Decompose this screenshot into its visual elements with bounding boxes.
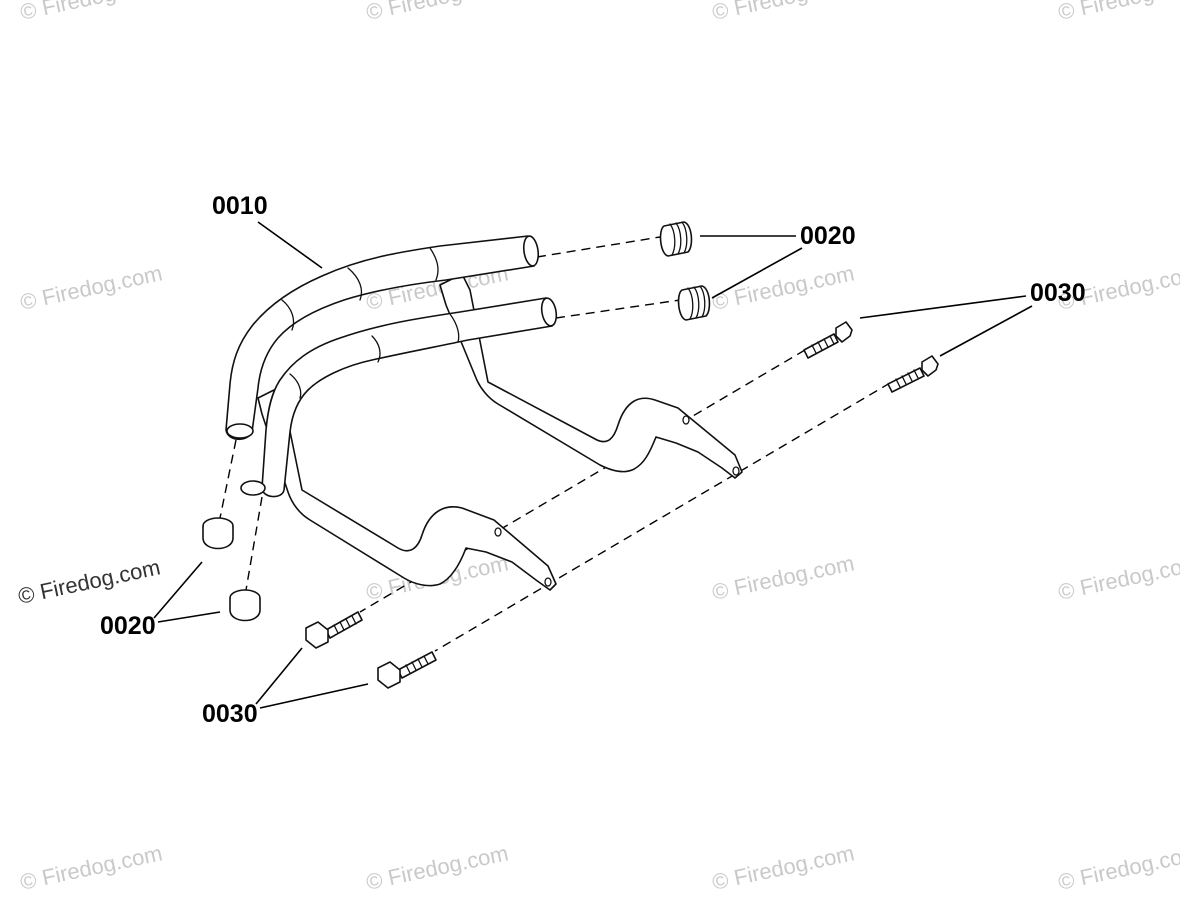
end-cap: [202, 517, 234, 550]
bracket-plate: [257, 389, 557, 591]
cap-body: [229, 598, 261, 622]
leader-line: [157, 611, 221, 623]
screw-shank: [887, 367, 925, 393]
tube-seam: [289, 373, 302, 399]
tube-body: [225, 235, 535, 441]
watermark: © Firedog.com: [1056, 550, 1180, 605]
assembly-line: [536, 236, 661, 258]
watermark: © Firedog.com: [364, 0, 511, 25]
tube-end: [240, 480, 266, 496]
screw-head: [305, 621, 329, 649]
assembly-line: [555, 299, 681, 319]
cap-body: [659, 221, 693, 257]
tube-front: [225, 235, 540, 441]
leader-line: [711, 247, 803, 299]
assembly-line: [434, 382, 891, 652]
screw: [887, 355, 939, 393]
tube-seam: [347, 267, 363, 301]
watermark: © Firedog.com: [710, 0, 857, 25]
watermark: © Firedog.com: [18, 260, 165, 315]
tube-end: [226, 423, 254, 439]
watermark: © Firedog.com: [1056, 0, 1180, 25]
watermark: © Firedog.com: [1056, 840, 1180, 895]
watermark: © Firedog.com: [18, 840, 165, 895]
bracket-hole: [682, 415, 690, 425]
bracket-plate: [439, 273, 743, 479]
tube-seam: [371, 335, 381, 363]
screw-thread: [811, 335, 835, 354]
cap-body: [677, 285, 711, 321]
screw: [377, 651, 437, 689]
screw-thread: [895, 369, 919, 388]
tube-rear: [240, 297, 558, 498]
callout-0010: 0010: [212, 192, 268, 220]
assembly-line: [219, 439, 237, 519]
watermark-dark: © Firedog.com: [16, 554, 163, 609]
cap-ribs: [687, 285, 706, 320]
screw-thread: [405, 655, 429, 674]
screw: [803, 321, 853, 359]
leader-line: [259, 683, 369, 709]
leader-line: [257, 221, 323, 269]
callout-0030-left: 0030: [202, 700, 258, 728]
assembly-line: [359, 349, 806, 613]
watermark: © Firedog.com: [710, 550, 857, 605]
screw-shank: [397, 651, 437, 679]
leader-lines: [153, 221, 1033, 709]
callout-labels: 0010 0020 0030 0020 0030: [100, 192, 1086, 728]
tube-end: [540, 297, 558, 327]
callout-0030-right: 0030: [1030, 279, 1086, 307]
bracket-hole: [544, 577, 552, 587]
mounting-bracket-upper: [439, 273, 743, 479]
watermark: © Firedog.com: [18, 0, 165, 25]
bracket-hole: [494, 527, 502, 537]
mounting-bracket-lower: [257, 389, 557, 591]
leader-line: [939, 305, 1033, 357]
assembly-line: [245, 496, 263, 591]
tube-end: [522, 235, 540, 267]
screw-head: [835, 321, 853, 343]
screw-head: [921, 355, 939, 377]
tube-seam: [429, 247, 439, 281]
end-cap: [229, 589, 261, 622]
screw-head: [377, 661, 401, 689]
watermark: © Firedog.com: [364, 840, 511, 895]
screw-thread: [333, 615, 357, 634]
assembly-lines: [219, 236, 891, 652]
tube-seam: [449, 313, 460, 343]
callout-0020-right: 0020: [800, 222, 856, 250]
bracket-hole: [732, 466, 740, 476]
tube-seam: [281, 299, 295, 331]
end-cap-ribbed: [677, 285, 711, 321]
screw-shank: [325, 611, 363, 639]
cap-body: [202, 526, 234, 550]
watermark: © Firedog.com: [710, 840, 857, 895]
screw-shank: [803, 333, 839, 359]
cap-ribs: [669, 221, 688, 256]
callout-0020-left: 0020: [100, 612, 156, 640]
tube-body: [261, 297, 553, 498]
screw: [305, 611, 363, 649]
end-cap-ribbed: [659, 221, 693, 257]
leader-line: [153, 561, 203, 619]
leader-line: [255, 647, 303, 705]
leader-line: [859, 295, 1027, 319]
